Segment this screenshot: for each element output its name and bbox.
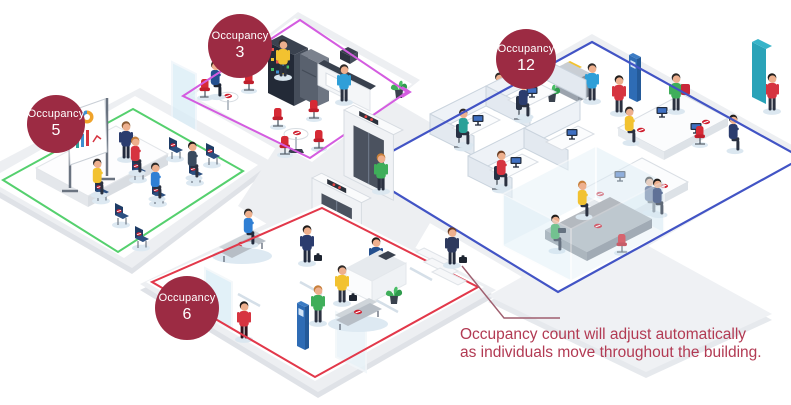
office-zone-outline bbox=[355, 40, 791, 294]
occupancy-badge-office: Occupancy 12 bbox=[496, 29, 556, 89]
badge-value: 12 bbox=[517, 56, 535, 74]
badge-label: Occupancy bbox=[497, 42, 555, 55]
badge-value: 5 bbox=[51, 121, 61, 139]
occupancy-badge-conference: Occupancy 5 bbox=[27, 95, 85, 153]
reception-desk bbox=[345, 250, 407, 303]
occupancy-badge-lobby: Occupancy 6 bbox=[155, 276, 219, 340]
callout-note: Occupancy count will adjust automaticall… bbox=[460, 326, 770, 362]
badge-label: Occupancy bbox=[158, 291, 216, 304]
badge-label: Occupancy bbox=[27, 107, 85, 120]
break-table-small bbox=[196, 71, 258, 110]
entry-steps bbox=[414, 247, 468, 286]
floor-markings bbox=[237, 266, 433, 314]
callout-pointer-line bbox=[461, 265, 560, 319]
badge-value: 6 bbox=[182, 305, 192, 323]
banner-stand bbox=[752, 39, 781, 115]
callout-line-2: as individuals move throughout the build… bbox=[460, 343, 762, 361]
briefcase-icon bbox=[459, 255, 467, 263]
zone-lobby bbox=[146, 204, 484, 381]
callout-line-1: Occupancy count will adjust automaticall… bbox=[460, 326, 747, 343]
occupancy-badge-break-room: Occupancy 3 bbox=[208, 14, 272, 78]
zone-arrow-icon bbox=[401, 86, 412, 98]
badge-value: 3 bbox=[235, 43, 245, 61]
badge-label: Occupancy bbox=[211, 29, 269, 42]
glass-meeting-room bbox=[502, 144, 668, 283]
person bbox=[548, 214, 566, 255]
info-kiosk-icon bbox=[629, 53, 641, 102]
lobby-kiosk-icon bbox=[297, 301, 309, 350]
